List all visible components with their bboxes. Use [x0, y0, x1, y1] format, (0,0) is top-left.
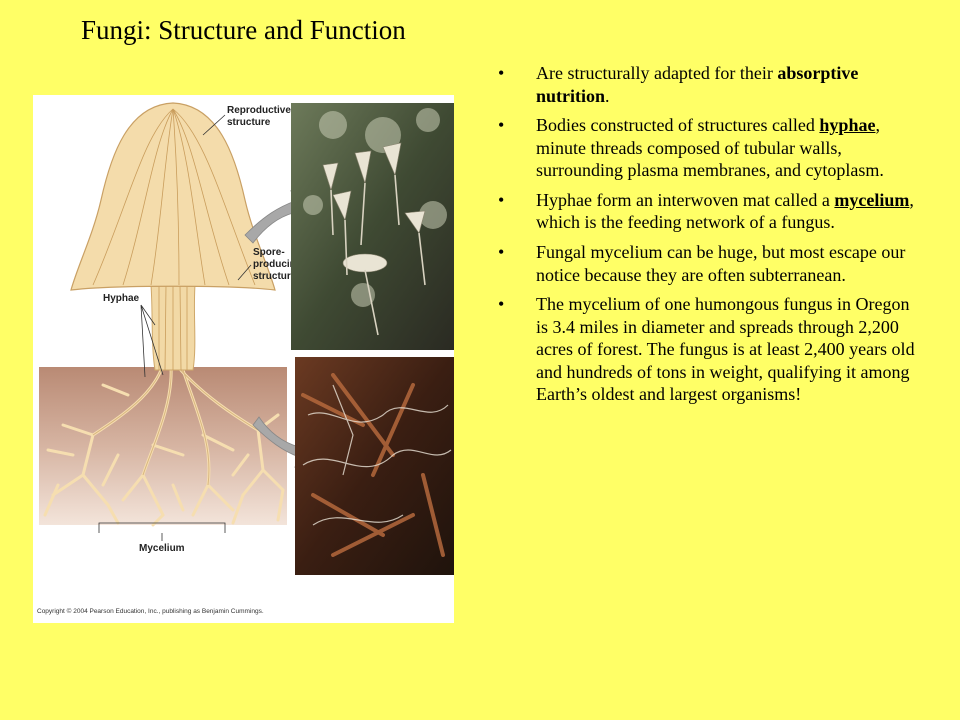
mushroom-cap — [70, 102, 276, 291]
bullet-item: • Are structurally adapted for their abs… — [498, 63, 859, 106]
mushroom-photo — [291, 103, 454, 350]
figure-copyright: Copyright © 2004 Pearson Education, Inc.… — [37, 607, 264, 615]
mushroom-stalk — [150, 284, 196, 371]
label-reproductive: Reproductive — [227, 105, 291, 116]
bullet-dot: • — [498, 294, 505, 315]
fungus-illustration: Reproductive structure Spore- producing … — [37, 102, 454, 615]
bullet-dot: • — [498, 63, 505, 83]
term-absorptive-nutrition: absorptive nutrition — [536, 63, 859, 106]
bullet-dot: • — [498, 189, 505, 210]
bullet-item: • Bodies constructed of structures calle… — [498, 115, 884, 181]
label-hyphae: Hyphae — [103, 293, 140, 304]
bullet-dot: • — [498, 115, 505, 136]
slide-title: Fungi: Structure and Function — [81, 15, 406, 45]
label-leaders — [98, 114, 252, 541]
label-reproductive-2: structure — [227, 117, 271, 128]
bullet-list: • Are structurally adapted for their abs… — [498, 62, 923, 413]
bullet-item: • The mycelium of one humongous fungus i… — [498, 294, 915, 405]
label-mycelium: Mycelium — [139, 543, 185, 554]
mycelium-photo — [295, 357, 454, 575]
label-spore-3: structures — [253, 271, 302, 282]
bullet-item: • Hyphae form an interwoven mat called a… — [498, 189, 914, 233]
bullet-item: • Fungal mycelium can be huge, but most … — [498, 242, 906, 285]
label-spore-2: producing — [253, 259, 302, 270]
soil-layer — [39, 367, 287, 525]
label-spore: Spore- — [253, 247, 285, 258]
fungus-structure-figure: Reproductive structure Spore- producing … — [33, 95, 454, 623]
term-hyphae: hyphae — [819, 115, 876, 136]
bullet-dot: • — [498, 242, 505, 263]
term-mycelium: mycelium — [834, 189, 910, 210]
